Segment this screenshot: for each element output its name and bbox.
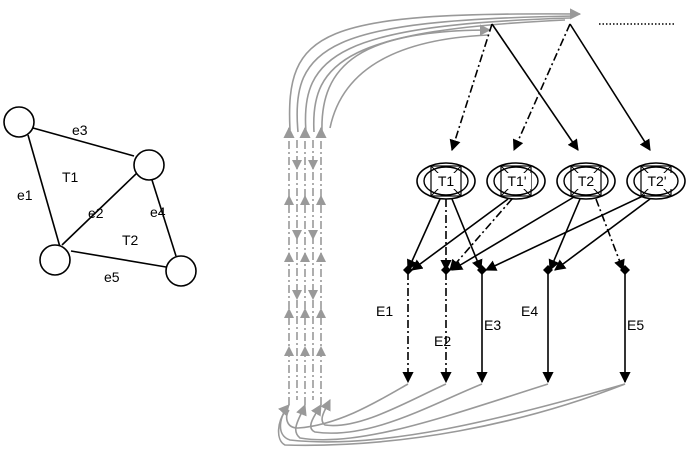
gray-arrowhead — [300, 346, 310, 356]
gray-arrowhead — [292, 160, 302, 170]
triangle-label-t2: T2 — [122, 232, 139, 248]
edge-label-E3: E3 — [484, 317, 501, 333]
edge-label-E5: E5 — [627, 317, 644, 333]
node-box — [430, 165, 462, 197]
node-box — [570, 165, 602, 197]
vertex — [3, 106, 35, 138]
node-t2p: T2' — [626, 162, 686, 200]
left-graph-vertices — [3, 106, 197, 287]
node-inner-ellipse — [633, 166, 679, 196]
edge-top-diamonds — [403, 265, 630, 275]
edge-label-e4: e4 — [150, 204, 166, 220]
gray-curve — [285, 383, 409, 429]
gray-arrowhead — [300, 195, 310, 205]
gray-curve — [295, 383, 549, 441]
diamond-marker — [620, 265, 630, 275]
gray-arrowhead — [292, 290, 302, 300]
left-graph: e3 T1 e1 e2 e4 T2 e5 — [3, 106, 197, 287]
edge-e5 — [70, 250, 167, 268]
node-to-edge-arrows — [407, 194, 651, 272]
gray-arrowhead — [316, 195, 326, 205]
diamond-marker — [477, 265, 487, 275]
node-t1p: T1' — [486, 162, 546, 200]
gray-bundle-arrowheads — [284, 160, 326, 356]
gray-arrowhead — [316, 252, 326, 262]
arrow — [554, 198, 651, 271]
node-inner-ellipse — [563, 166, 609, 196]
vertex — [133, 149, 165, 181]
node-t1: T1 — [416, 162, 476, 200]
gray-arrowhead — [308, 160, 318, 170]
diamond-marker — [441, 265, 451, 275]
node-label-t1p: T1' — [507, 173, 526, 189]
gray-arrowhead — [316, 346, 326, 356]
arrow-top-to-t2 — [491, 23, 579, 151]
gray-arrowhead — [308, 230, 318, 240]
arrow-top-to-t1p — [512, 23, 571, 152]
gray-curve — [278, 383, 626, 443]
arrow-top-to-t2p — [569, 23, 651, 151]
edge-label-e1: e1 — [17, 187, 33, 203]
arrow — [451, 198, 483, 272]
node-label-t2p: T2' — [647, 173, 666, 189]
edge-verticals — [402, 272, 631, 384]
diamond-marker — [403, 265, 413, 275]
gray-arrowhead — [300, 252, 310, 262]
arrow — [484, 194, 646, 271]
edge-label-E2: E2 — [434, 333, 451, 349]
node-label-t1: T1 — [438, 173, 455, 189]
gray-curve — [277, 383, 626, 447]
gray-arrowhead — [292, 230, 302, 240]
node-label-bg — [503, 173, 531, 189]
gray-arrowhead — [284, 308, 294, 318]
gray-arrowhead — [284, 195, 294, 205]
gray-curve — [320, 383, 447, 427]
edge-label-e2: e2 — [88, 205, 104, 221]
arrow — [407, 198, 441, 272]
gray-upper-curves — [288, 8, 582, 133]
gray-curve — [304, 17, 571, 133]
gray-arrowhead — [284, 252, 294, 262]
gray-curve — [310, 383, 483, 434]
edge-e2 — [61, 171, 139, 246]
edge-label-E4: E4 — [521, 303, 538, 319]
arrow — [411, 198, 509, 271]
diamond-marker — [543, 265, 553, 275]
node-label-bg — [642, 173, 672, 189]
node-t2: T2 — [556, 162, 616, 200]
left-graph-edges — [27, 127, 177, 268]
edge-label-e5: e5 — [104, 269, 120, 285]
vertex — [165, 255, 197, 287]
arrow — [451, 196, 575, 271]
gray-curve — [321, 24, 492, 133]
arrow-top-to-t1 — [449, 23, 493, 152]
node-inner-ellipse — [423, 166, 469, 196]
triangle-label-t1: T1 — [62, 169, 79, 185]
top-arrows — [449, 23, 651, 152]
gray-arrowhead — [308, 290, 318, 300]
gray-arrowhead — [316, 308, 326, 318]
edge-label-e3: e3 — [72, 122, 88, 138]
edge-label-E1: E1 — [376, 303, 393, 319]
vertex — [39, 244, 71, 276]
node-label-bg — [434, 173, 458, 189]
arrow — [595, 198, 625, 272]
gray-curve — [296, 15, 576, 133]
arrow — [548, 198, 581, 272]
right-graph: T1 T1' T2 T2' — [277, 8, 686, 447]
gray-lower-curves — [277, 383, 626, 447]
edge-e4 — [151, 179, 177, 257]
gray-arrowhead — [300, 308, 310, 318]
gray-curve — [288, 8, 582, 131]
gray-vertical-bundle — [283, 126, 327, 405]
gray-curve — [329, 34, 489, 129]
node-inner-ellipse — [493, 166, 539, 196]
gray-arrowhead — [284, 346, 294, 356]
edge-e3 — [32, 127, 135, 157]
node-label-bg — [574, 173, 598, 189]
edge-e1 — [27, 134, 61, 248]
node-label-t2: T2 — [578, 173, 595, 189]
